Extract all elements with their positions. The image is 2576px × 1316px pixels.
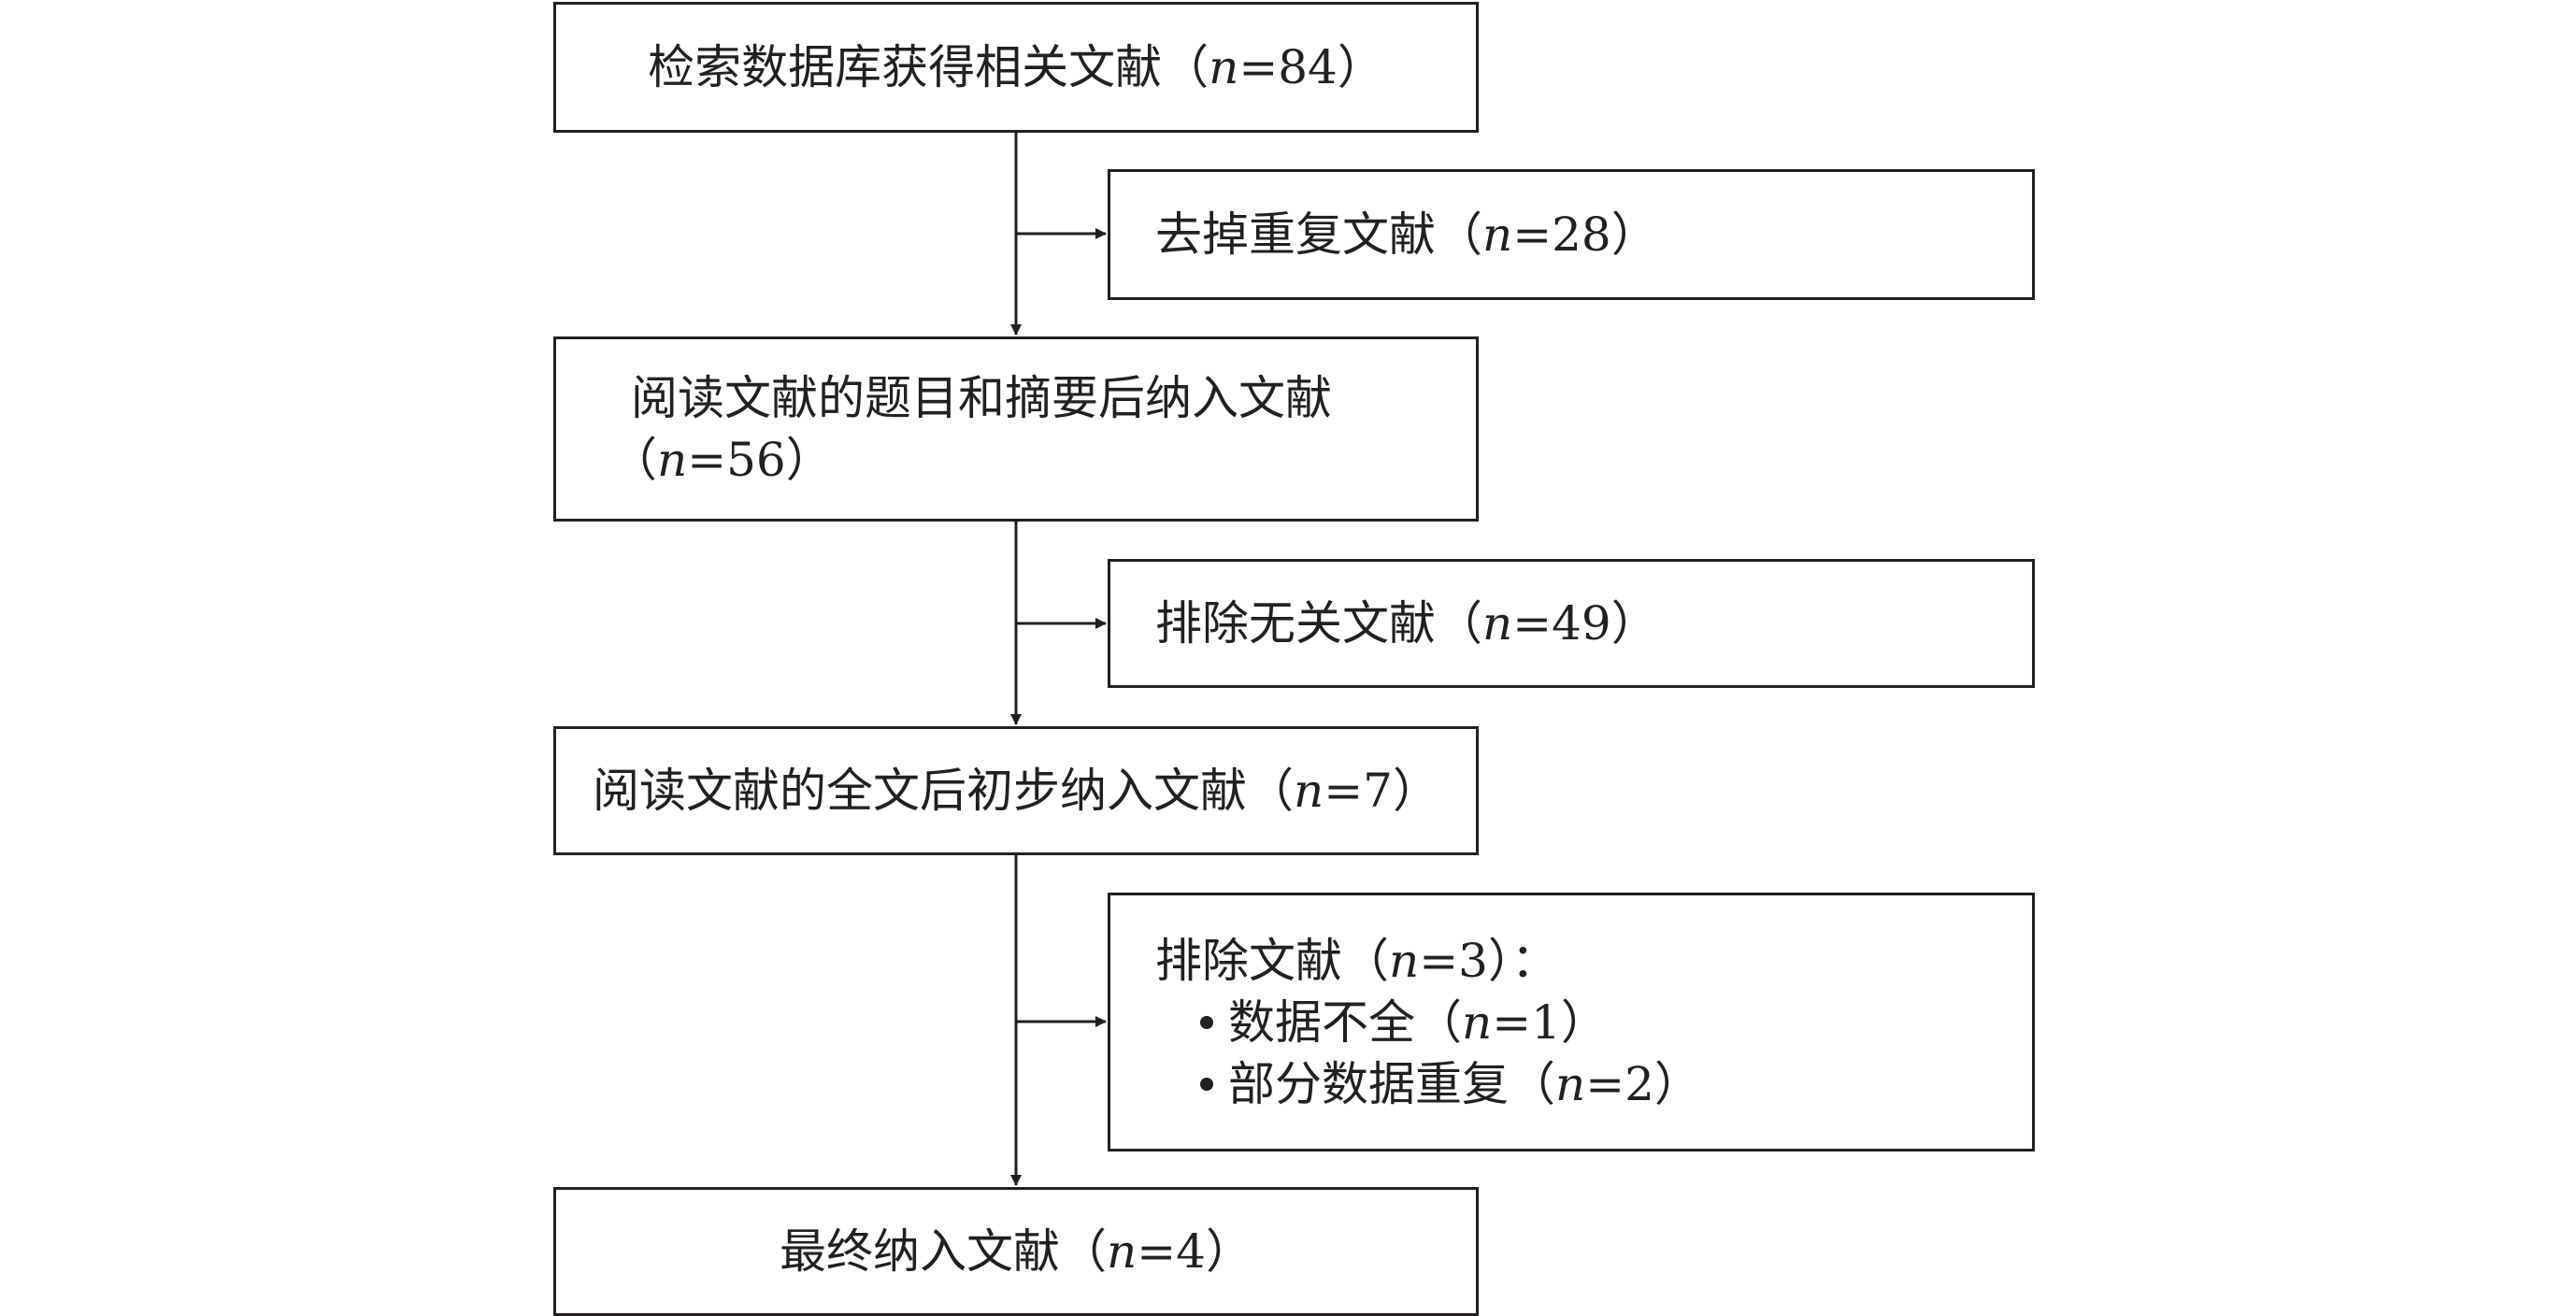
count: =2: [1585, 1056, 1654, 1111]
count: =84: [1238, 40, 1338, 94]
box-label: 阅读文献的全文后初步纳入文献: [593, 764, 1248, 818]
count: =4: [1137, 1224, 1206, 1279]
box-label: 阅读文献的题目和摘要后纳入文献: [631, 371, 1332, 425]
count: =7: [1324, 764, 1393, 818]
box-label: 排除无关文献: [1155, 596, 1436, 651]
reason-label: 部分数据重复: [1228, 1056, 1509, 1111]
box-final-included: 最终纳入文献（n=4）: [553, 1187, 1479, 1316]
box-label: 排除文献: [1155, 933, 1342, 988]
box-database-search: 检索数据库获得相关文献（n=84）: [553, 2, 1479, 133]
box-title-abstract-screening: 阅读文献的题目和摘要后纳入文献 （n=56）: [553, 336, 1479, 522]
box-label: 检索数据库获得相关文献: [648, 40, 1163, 94]
box-label: 最终纳入文献: [780, 1224, 1061, 1279]
list-item: 部分数据重复（n=2）: [1155, 1053, 2032, 1115]
count: =56: [687, 433, 786, 487]
box-label: 去掉重复文献: [1155, 207, 1436, 262]
box-exclude-irrelevant: 排除无关文献（n=49）: [1108, 559, 2035, 688]
count: =28: [1512, 207, 1611, 262]
box-exclude-other: 排除文献（n=3）： 数据不全（n=1） 部分数据重复（n=2）: [1108, 893, 2035, 1152]
reason-label: 数据不全: [1228, 994, 1415, 1050]
box-fulltext-screening: 阅读文献的全文后初步纳入文献（n=7）: [553, 726, 1479, 855]
count: =1: [1492, 994, 1561, 1050]
bullet-icon: [1200, 1015, 1213, 1029]
count: =3: [1419, 933, 1488, 988]
list-item: 数据不全（n=1）: [1155, 992, 2032, 1053]
box-remove-duplicates: 去掉重复文献（n=28）: [1108, 169, 2035, 300]
bullet-icon: [1200, 1077, 1213, 1091]
count: =49: [1512, 596, 1611, 651]
